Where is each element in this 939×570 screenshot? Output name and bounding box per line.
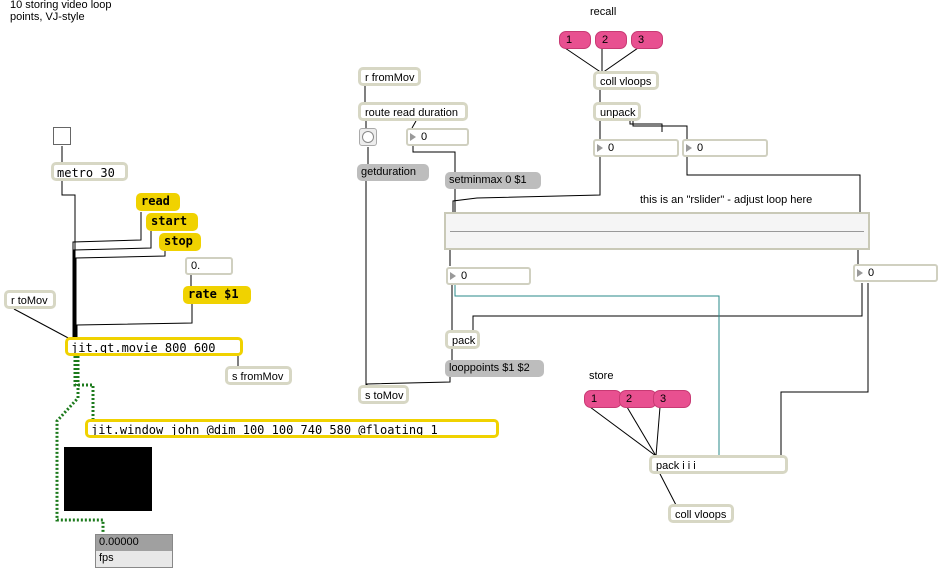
- recall-comment: recall: [590, 6, 617, 18]
- fps-label: fps: [96, 551, 172, 567]
- pack-iii-object[interactable]: pack i i i: [649, 455, 788, 474]
- rate-message[interactable]: rate $1: [183, 286, 251, 304]
- stop-message[interactable]: stop: [159, 233, 201, 251]
- bang[interactable]: [359, 128, 377, 146]
- setminmax-message[interactable]: setminmax 0 $1: [445, 172, 541, 189]
- receive-tomov-label: r toMov: [11, 295, 48, 307]
- loop-start-number[interactable]: 0: [446, 267, 531, 285]
- loop-end-number[interactable]: 0: [853, 264, 938, 282]
- rate-number[interactable]: 0.: [185, 257, 233, 275]
- rslider-comment: this is an "rslider" - adjust loop here: [640, 194, 813, 206]
- unpack-object[interactable]: unpack: [593, 102, 641, 121]
- fps-value: 0.00000: [96, 535, 172, 551]
- metro-object[interactable]: metro 30: [51, 162, 128, 181]
- recall-message-3[interactable]: 3: [631, 31, 663, 49]
- getduration-message[interactable]: getduration: [357, 164, 429, 181]
- recall-start-value: 0: [608, 142, 615, 154]
- jit-window-label: jit.window john @dim 100 100 740 580 @fl…: [91, 423, 438, 437]
- recall-message-2[interactable]: 2: [595, 31, 627, 49]
- read-message[interactable]: read: [136, 193, 180, 211]
- store-message-1[interactable]: 1: [584, 390, 622, 408]
- recall-start-number[interactable]: 0: [593, 139, 679, 157]
- store-message-2[interactable]: 2: [619, 390, 657, 408]
- route-label: route read duration: [365, 107, 458, 119]
- jit-qt-movie-object[interactable]: jit.qt.movie 800 600: [65, 337, 243, 356]
- recall-message-1[interactable]: 1: [559, 31, 591, 49]
- coll-store-label: coll vloops: [675, 509, 727, 521]
- coll-recall-object[interactable]: coll vloops: [593, 71, 659, 90]
- recall-end-number[interactable]: 0: [682, 139, 768, 157]
- duration-value: 0: [421, 131, 428, 143]
- metro-label: metro 30: [57, 166, 115, 180]
- start-message[interactable]: start: [146, 213, 198, 231]
- receive-tomov-object[interactable]: r toMov: [4, 290, 56, 309]
- send-frommov-label: s fromMov: [232, 371, 284, 383]
- store-message-3[interactable]: 3: [653, 390, 691, 408]
- send-frommov-object[interactable]: s fromMov: [225, 366, 292, 385]
- video-preview: [64, 447, 152, 511]
- recall-end-value: 0: [697, 142, 704, 154]
- pack-object[interactable]: pack: [445, 330, 480, 349]
- looppoints-message[interactable]: looppoints $1 $2: [445, 360, 544, 377]
- receive-frommov-object[interactable]: r fromMov: [358, 67, 421, 86]
- jit-window-object[interactable]: jit.window john @dim 100 100 740 580 @fl…: [85, 419, 499, 438]
- receive-frommov-label: r fromMov: [365, 72, 415, 84]
- title-comment: 10 storing video loop points, VJ-style: [10, 0, 112, 23]
- jit-qt-movie-label: jit.qt.movie 800 600: [71, 341, 216, 355]
- pack-iii-label: pack i i i: [656, 460, 696, 472]
- pack-label: pack: [452, 335, 476, 347]
- send-tomov-object[interactable]: s toMov: [358, 385, 409, 404]
- loop-start-value: 0: [461, 270, 468, 282]
- route-object[interactable]: route read duration: [358, 102, 468, 121]
- store-comment: store: [589, 370, 614, 382]
- fps-display: 0.00000 fps: [95, 534, 173, 568]
- loop-end-value: 0: [868, 267, 875, 279]
- coll-recall-label: coll vloops: [600, 76, 652, 88]
- send-tomov-label: s toMov: [365, 390, 404, 402]
- unpack-label: unpack: [600, 107, 636, 119]
- rslider[interactable]: [444, 212, 870, 250]
- toggle[interactable]: [53, 127, 71, 145]
- duration-number[interactable]: 0: [406, 128, 469, 146]
- coll-store-object[interactable]: coll vloops: [668, 504, 734, 523]
